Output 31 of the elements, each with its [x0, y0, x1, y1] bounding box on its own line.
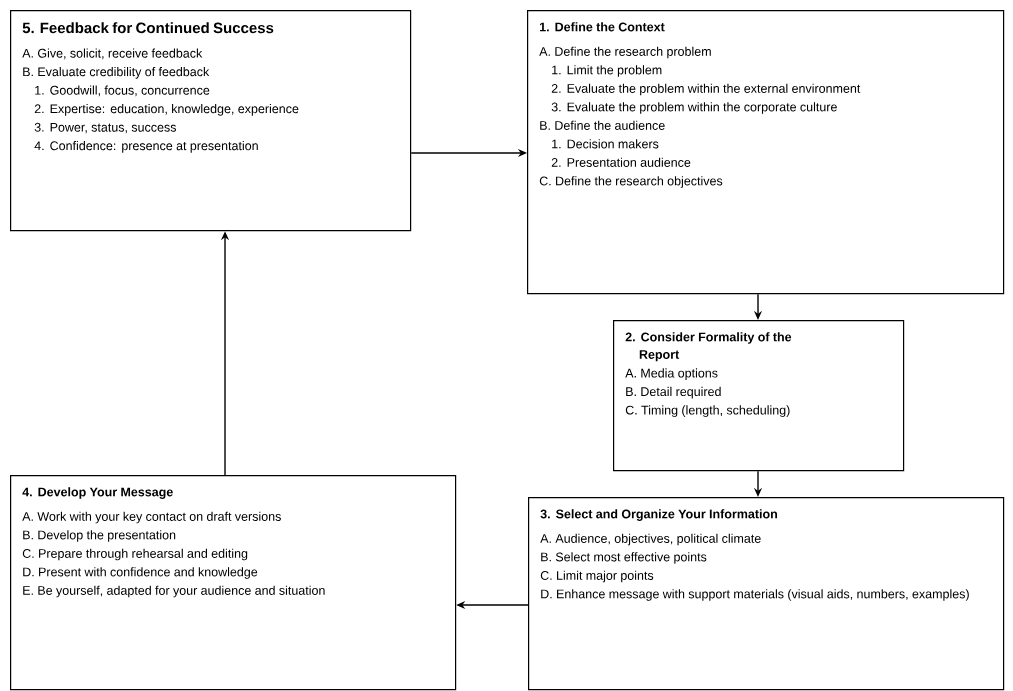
list-item: 1. Decision makers — [552, 139, 659, 149]
list-item: A. Work with your key contact on draft versions — [22, 511, 281, 524]
list-item: 2. Expertise: education, knowledge, experience — [34, 104, 299, 116]
list-item: D. Present with confidence and knowledge — [23, 567, 258, 579]
list-item: 1. Limit the problem — [552, 65, 662, 77]
box-heading: 4. Develop Your Message — [22, 487, 173, 499]
list-item: C. Define the research objectives — [539, 176, 723, 188]
list-item: 2. Presentation audience — [551, 157, 691, 167]
box-heading: 3. Select and Organize Your Information — [540, 509, 777, 521]
list-item: A. Define the research problem — [539, 46, 711, 59]
list-item: 3. Evaluate the problem within the corporate culture — [551, 102, 837, 114]
list-item: B. Select most effective points — [541, 552, 707, 564]
list-item: B. Evaluate credibility of feedback — [23, 67, 210, 79]
list-item: 4. Confidence: presence at presentation — [34, 141, 258, 153]
list-item: C. Timing (length, scheduling) — [625, 405, 790, 417]
list-item: A. Audience, objectives, political climate — [540, 533, 761, 546]
list-item: B. Define the audience — [540, 120, 665, 130]
list-item: A. Give, solicit, receive feedback — [22, 48, 203, 60]
box-heading: 5. Feedback for Continued Success — [22, 22, 274, 34]
list-item: A. Media options — [625, 368, 718, 380]
list-item: D. Enhance message with support materials (visual aids, numbers, examples) — [541, 589, 969, 601]
list-item: 3. Power, status, success — [34, 122, 177, 134]
box-heading: 1. Define the Context — [540, 22, 665, 32]
list-item: B. Detail required — [626, 386, 721, 399]
list-item: B. Develop the presentation — [23, 530, 176, 542]
list-item: C. Limit major points — [540, 570, 654, 583]
list-item: C. Prepare through rehearsal and editing — [22, 548, 248, 561]
list-item: 1. Goodwill, focus, concurrence — [35, 85, 210, 97]
box-heading: 2. Consider Formality of the Report — [625, 332, 792, 362]
list-item: E. Be yourself, adapted for your audience and situation — [23, 585, 325, 598]
list-item: 2. Evaluate the problem within the external environment — [551, 83, 861, 96]
